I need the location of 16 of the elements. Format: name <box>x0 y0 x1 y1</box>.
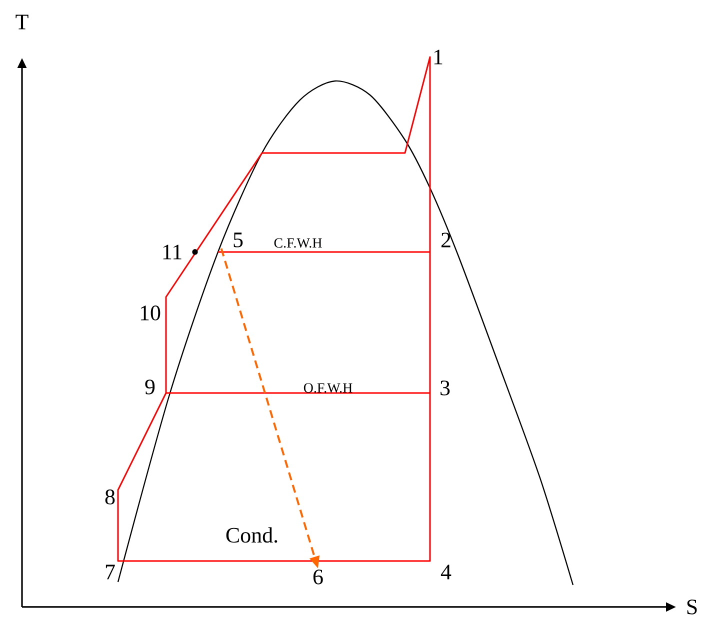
axis-label: T <box>16 14 28 30</box>
state-number: 1 <box>434 50 442 64</box>
state-number: 2 <box>441 232 450 248</box>
axis-label: S <box>687 600 697 614</box>
heater-label: C.F.W.H <box>274 238 322 248</box>
state-number: 10 <box>140 306 160 320</box>
heater-label: O.F.W.H <box>304 383 352 393</box>
state-number: 8 <box>105 490 115 504</box>
state-number: 11 <box>163 244 182 260</box>
state-number: 6 <box>313 570 323 584</box>
state-number: 7 <box>106 564 115 580</box>
state-number: 4 <box>440 564 452 580</box>
state-number: 5 <box>234 232 243 248</box>
state-number: 9 <box>145 380 155 394</box>
condenser-label: Cond. <box>226 527 278 543</box>
state-number: 3 <box>440 380 450 396</box>
